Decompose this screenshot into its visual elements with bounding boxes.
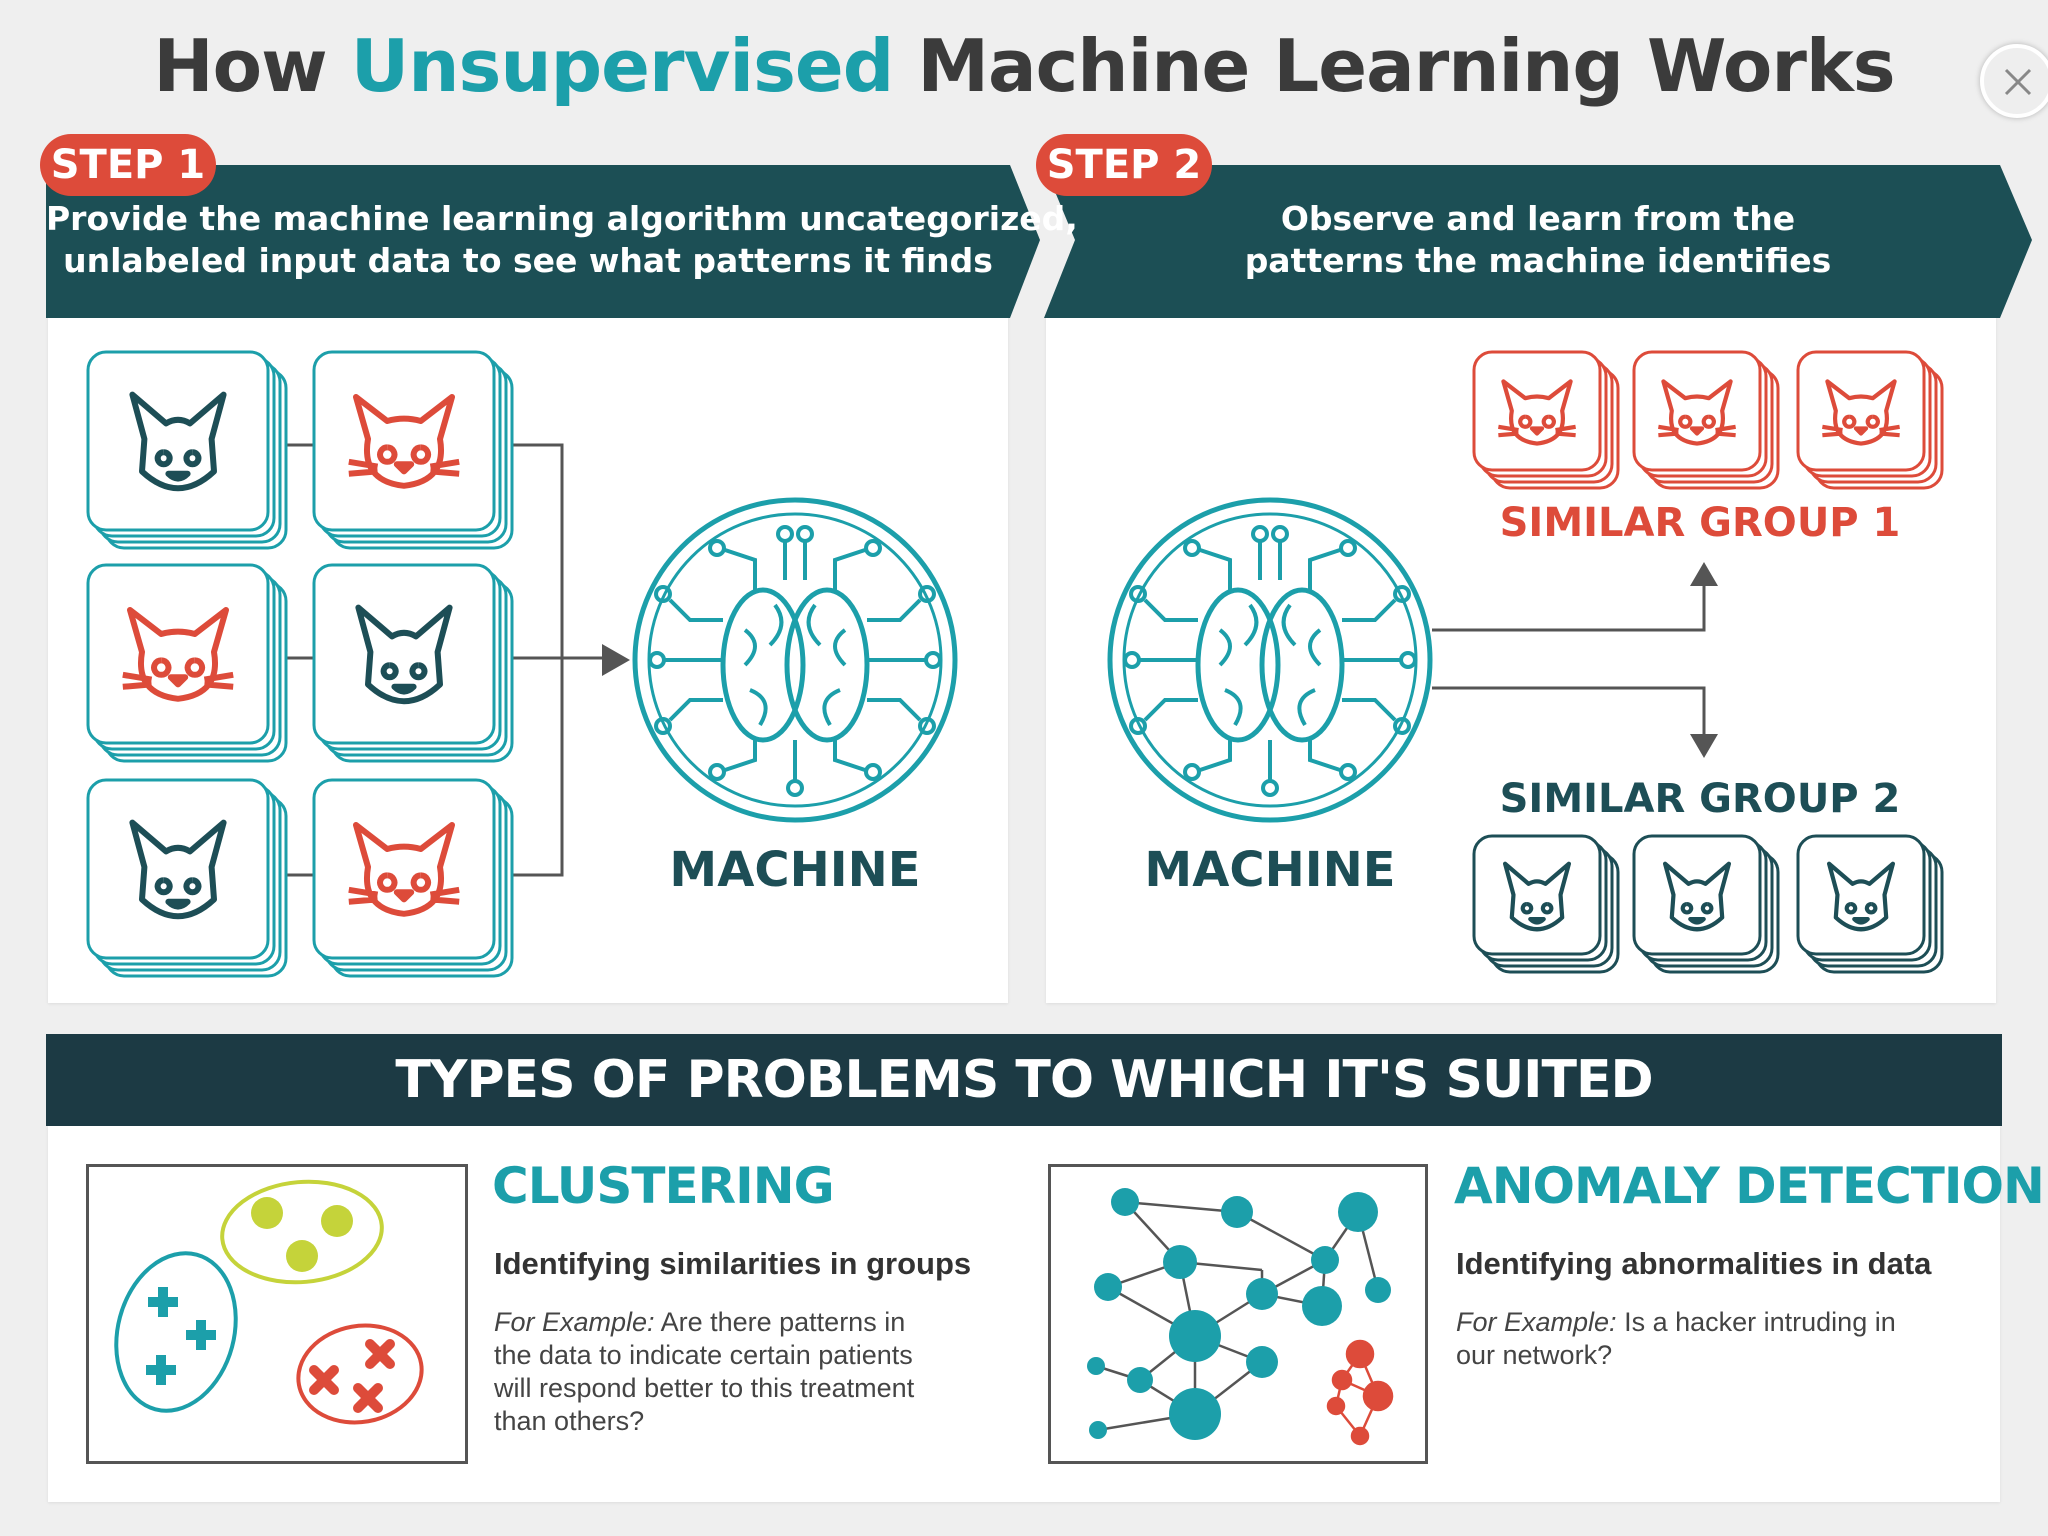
anomaly-example-text: Is a hacker intruding in our network? xyxy=(1456,1307,1896,1370)
cat-icon xyxy=(1658,379,1736,446)
dog-icon xyxy=(1826,861,1896,932)
dog-card xyxy=(312,563,514,763)
step2-banner xyxy=(1044,165,2032,318)
step1-text-line1: Provide the machine learning algorithm u… xyxy=(46,199,1078,238)
cat-card xyxy=(86,563,288,763)
dog-icon xyxy=(129,819,227,920)
dog-card xyxy=(86,350,288,550)
machine-icon xyxy=(1107,497,1433,823)
dog-card xyxy=(1632,834,1780,974)
dog-icon xyxy=(1662,861,1732,932)
group1-label: SIMILAR GROUP 1 xyxy=(1499,500,1901,546)
close-button[interactable] xyxy=(1980,44,2048,118)
dog-icon xyxy=(1502,861,1572,932)
cat-card xyxy=(312,350,514,550)
cat-card xyxy=(1472,350,1620,490)
cat-icon xyxy=(1498,379,1576,446)
step1-arrowhead xyxy=(602,644,630,676)
cross-cluster xyxy=(296,1323,424,1425)
cat-card xyxy=(1632,350,1780,490)
clustering-example-text: Are there patterns in the data to indica… xyxy=(494,1307,915,1436)
dog-card xyxy=(86,778,288,978)
clustering-illustration xyxy=(114,1179,424,1425)
title-prefix: How xyxy=(153,24,327,108)
dog-icon xyxy=(129,391,227,492)
title-suffix: Machine Learning Works xyxy=(917,24,1895,108)
step2-label: STEP 2 xyxy=(1036,134,1212,196)
page-title: How Unsupervised Machine Learning Works xyxy=(0,24,2048,108)
anomaly-image-frame xyxy=(1048,1164,1428,1464)
cat-icon xyxy=(348,393,460,489)
problems-banner: TYPES OF PROBLEMS TO WHICH IT'S SUITED xyxy=(46,1034,2002,1126)
anomaly-example: For Example: Is a hacker intruding in ou… xyxy=(1456,1306,1996,1372)
cat-card xyxy=(312,778,514,978)
group2-label: SIMILAR GROUP 2 xyxy=(1499,776,1901,822)
clustering-image-frame xyxy=(86,1164,468,1464)
group2-arrowhead xyxy=(1690,734,1718,758)
anomaly-example-prefix: For Example: xyxy=(1456,1307,1617,1337)
anomaly-network-illustration xyxy=(1087,1188,1394,1446)
plus-cluster xyxy=(114,1251,238,1413)
close-icon xyxy=(2004,68,2032,96)
cat-icon xyxy=(1822,379,1900,446)
cat-icon xyxy=(122,606,234,702)
lime-cluster xyxy=(220,1179,384,1285)
anomaly-title: ANOMALY DETECTION xyxy=(1454,1157,2045,1215)
step1-label: STEP 1 xyxy=(40,134,216,196)
step1-banner xyxy=(46,165,1040,318)
title-highlight: Unsupervised xyxy=(350,24,895,108)
cat-icon xyxy=(348,821,460,917)
step1-description: Provide the machine learning algorithm u… xyxy=(46,198,1078,282)
step1-machine-label: MACHINE xyxy=(669,842,921,898)
dog-icon xyxy=(355,604,453,705)
step2-machine-label: MACHINE xyxy=(1144,842,1396,898)
machine-icon xyxy=(632,497,958,823)
step2-text-line1: Observe and learn from the xyxy=(1280,199,1796,238)
step1-text-line2: unlabeled input data to see what pattern… xyxy=(63,241,993,280)
problems-panel xyxy=(48,1126,2000,1502)
clustering-example-prefix: For Example: xyxy=(494,1307,655,1337)
cat-card xyxy=(1796,350,1944,490)
step2-description: Observe and learn from the patterns the … xyxy=(1076,198,2000,282)
dog-card xyxy=(1796,834,1944,974)
clustering-example: For Example: Are there patterns in the d… xyxy=(494,1306,1034,1438)
dog-card xyxy=(1472,834,1620,974)
anomaly-cluster xyxy=(1326,1339,1394,1446)
group1-arrowhead xyxy=(1690,562,1718,586)
anomaly-subtitle: Identifying abnormalities in data xyxy=(1456,1246,1932,1281)
step2-connectors xyxy=(1432,582,1706,738)
problems-title: TYPES OF PROBLEMS TO WHICH IT'S SUITED xyxy=(395,1050,1653,1110)
step2-text-line2: patterns the machine identifies xyxy=(1244,241,1832,280)
clustering-title: CLUSTERING xyxy=(492,1157,835,1215)
clustering-subtitle: Identifying similarities in groups xyxy=(494,1246,972,1281)
